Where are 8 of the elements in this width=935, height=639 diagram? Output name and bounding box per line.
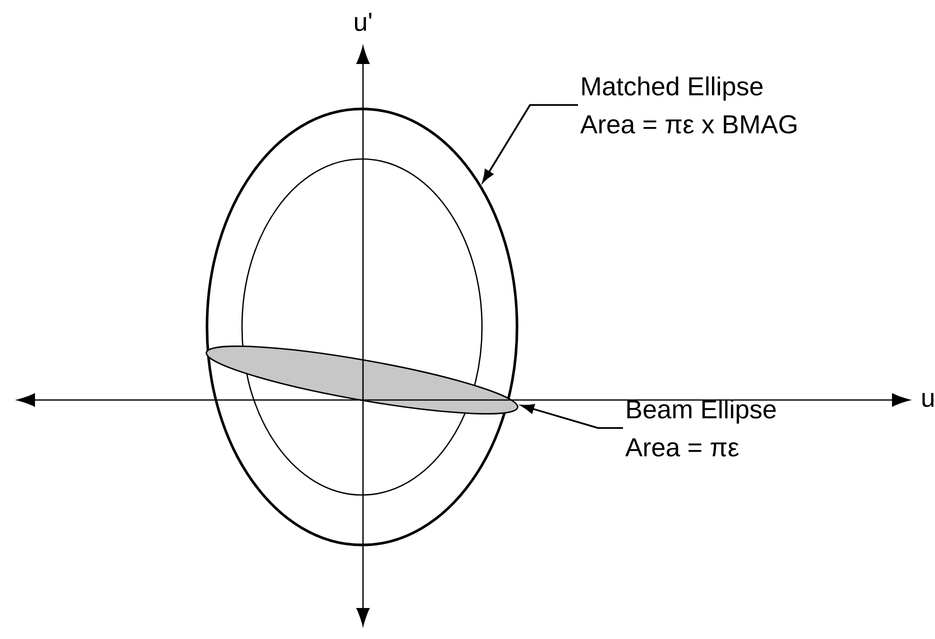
leader-arrow	[482, 104, 578, 182]
axis-label: u	[922, 393, 934, 407]
callout-label: Beam Ellipse Area = πε	[625, 399, 776, 457]
inner-ellipse	[241, 158, 483, 496]
matched-ellipse	[206, 108, 518, 546]
callout-label: Matched Ellipse Area = πε x BMAG	[580, 76, 796, 134]
leader-arrow	[521, 404, 623, 429]
axis-label: u'	[354, 12, 372, 32]
